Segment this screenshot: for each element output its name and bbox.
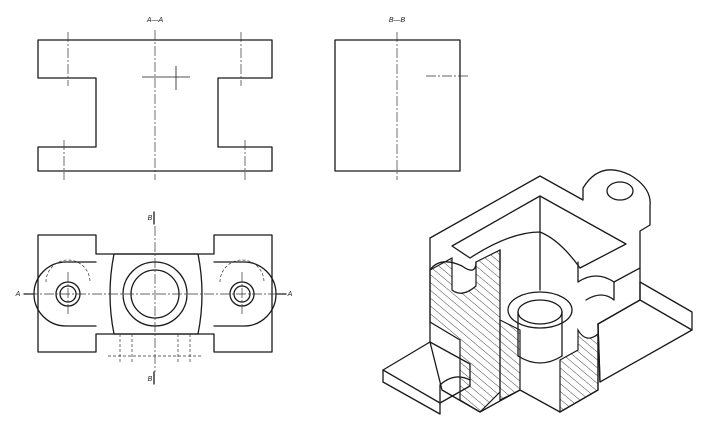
- cut-b-top-label: B: [148, 215, 153, 222]
- iso-base-right-top: [639, 299, 693, 331]
- section-bb-outline: [334, 39, 461, 172]
- iso-lug-hole: [606, 181, 634, 201]
- top-view-outline: [37, 234, 273, 353]
- section-aa-outline: [37, 39, 273, 172]
- iso-cut-face-left: [429, 249, 501, 413]
- iso-bore-bottom: [517, 355, 563, 364]
- cut-a-left-label: A: [15, 291, 21, 298]
- iso-base-right: [597, 281, 693, 383]
- isometric-cutaway-view: [382, 169, 693, 415]
- cut-b-bottom-label: B: [148, 376, 153, 383]
- iso-bore-outer: [507, 291, 573, 329]
- iso-right-notch: [577, 275, 615, 301]
- iso-cut-face-center: [499, 319, 521, 401]
- section-aa-title: A—A: [146, 17, 164, 24]
- iso-cut-face-right: [559, 327, 599, 414]
- section-bb-view: B—B: [334, 17, 470, 180]
- central-boss: [109, 253, 203, 335]
- iso-base-left: [382, 341, 471, 404]
- top-view: B B A A: [15, 211, 293, 385]
- iso-right-step: [613, 267, 641, 283]
- iso-left-notch: [429, 261, 477, 271]
- section-aa-view: A—A: [37, 17, 273, 180]
- section-bb-title: B—B: [389, 17, 406, 24]
- iso-top-opening: [451, 195, 627, 269]
- iso-base-left-bottom: [382, 381, 441, 415]
- iso-bore-inner: [517, 299, 563, 325]
- cut-a-right-label: A: [287, 291, 293, 298]
